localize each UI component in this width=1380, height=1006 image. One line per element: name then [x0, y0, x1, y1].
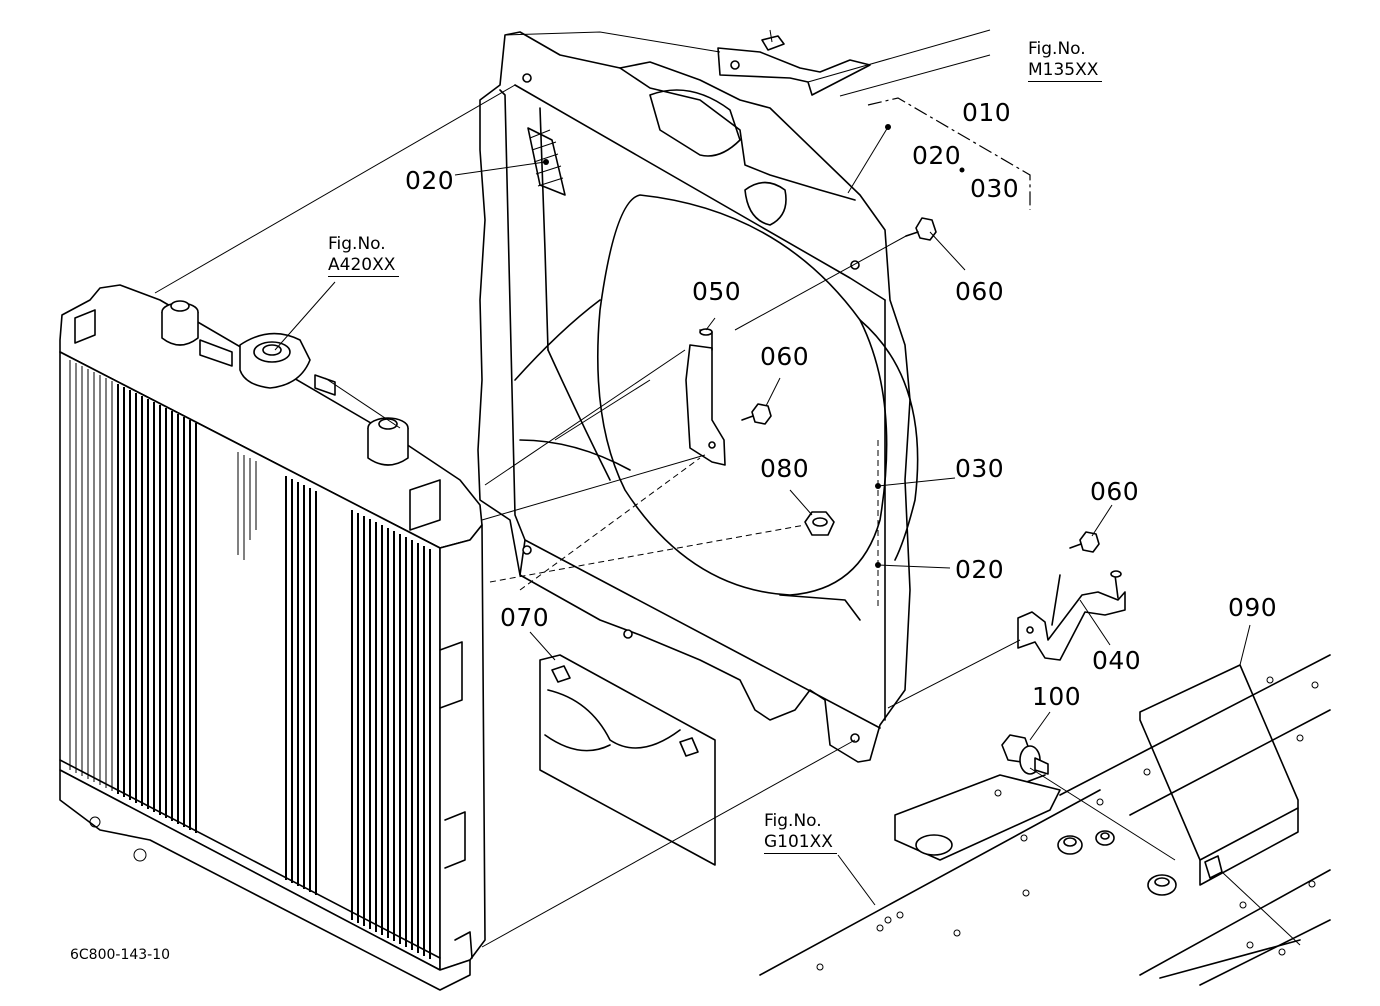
figure-ref-m135[interactable]: Fig.No. M135XX: [1028, 39, 1103, 82]
part-label-020-range: 020: [912, 141, 962, 170]
drawing-code: 6C800-143-10: [70, 947, 171, 963]
part-label-030-range: 030: [970, 174, 1020, 203]
frame-member: [759, 654, 1331, 986]
figure-ref-prefix: Fig.No.: [764, 811, 822, 831]
part-label-060-right: 060: [1090, 477, 1140, 506]
part-label-020-strip: 020: [955, 555, 1005, 584]
part-label-090: 090: [1228, 593, 1278, 622]
figure-ref-number: G101XX: [764, 832, 837, 854]
upper-bracket: [504, 29, 991, 97]
bolt-100: [1001, 734, 1049, 775]
figure-ref-prefix: Fig.No.: [1028, 39, 1086, 59]
projection-lines: [154, 84, 1301, 948]
fan-stay-bracket: [685, 328, 726, 466]
cover-090: [1139, 664, 1299, 886]
figure-ref-prefix: Fig.No.: [328, 234, 386, 254]
radiator: [59, 284, 486, 991]
bolt-060-middle: [741, 403, 772, 425]
figure-ref-g101[interactable]: Fig.No. G101XX: [764, 811, 837, 854]
figure-ref-a420[interactable]: Fig.No. A420XX: [328, 234, 400, 277]
part-label-010: 010: [962, 98, 1012, 127]
part-label-020-plate: 020: [405, 166, 455, 195]
part-label-080: 080: [760, 454, 810, 483]
figure-ref-number: A420XX: [328, 255, 400, 277]
part-label-060-upper: 060: [955, 277, 1005, 306]
part-label-070: 070: [500, 603, 550, 632]
part-label-100: 100: [1032, 682, 1082, 711]
figure-ref-number: M135XX: [1028, 60, 1103, 82]
leader-lines: [274, 97, 1251, 906]
guard-plate-070: [539, 654, 716, 866]
part-label-040: 040: [1092, 646, 1142, 675]
bolt-060-upper: [905, 217, 937, 241]
part-label-030: 030: [955, 454, 1005, 483]
bolt-080: [804, 511, 835, 536]
bracket-040: [1017, 570, 1126, 661]
part-label-060-middle: 060: [760, 342, 810, 371]
part-label-050: 050: [692, 277, 742, 306]
bolt-060-right: [1069, 531, 1100, 553]
